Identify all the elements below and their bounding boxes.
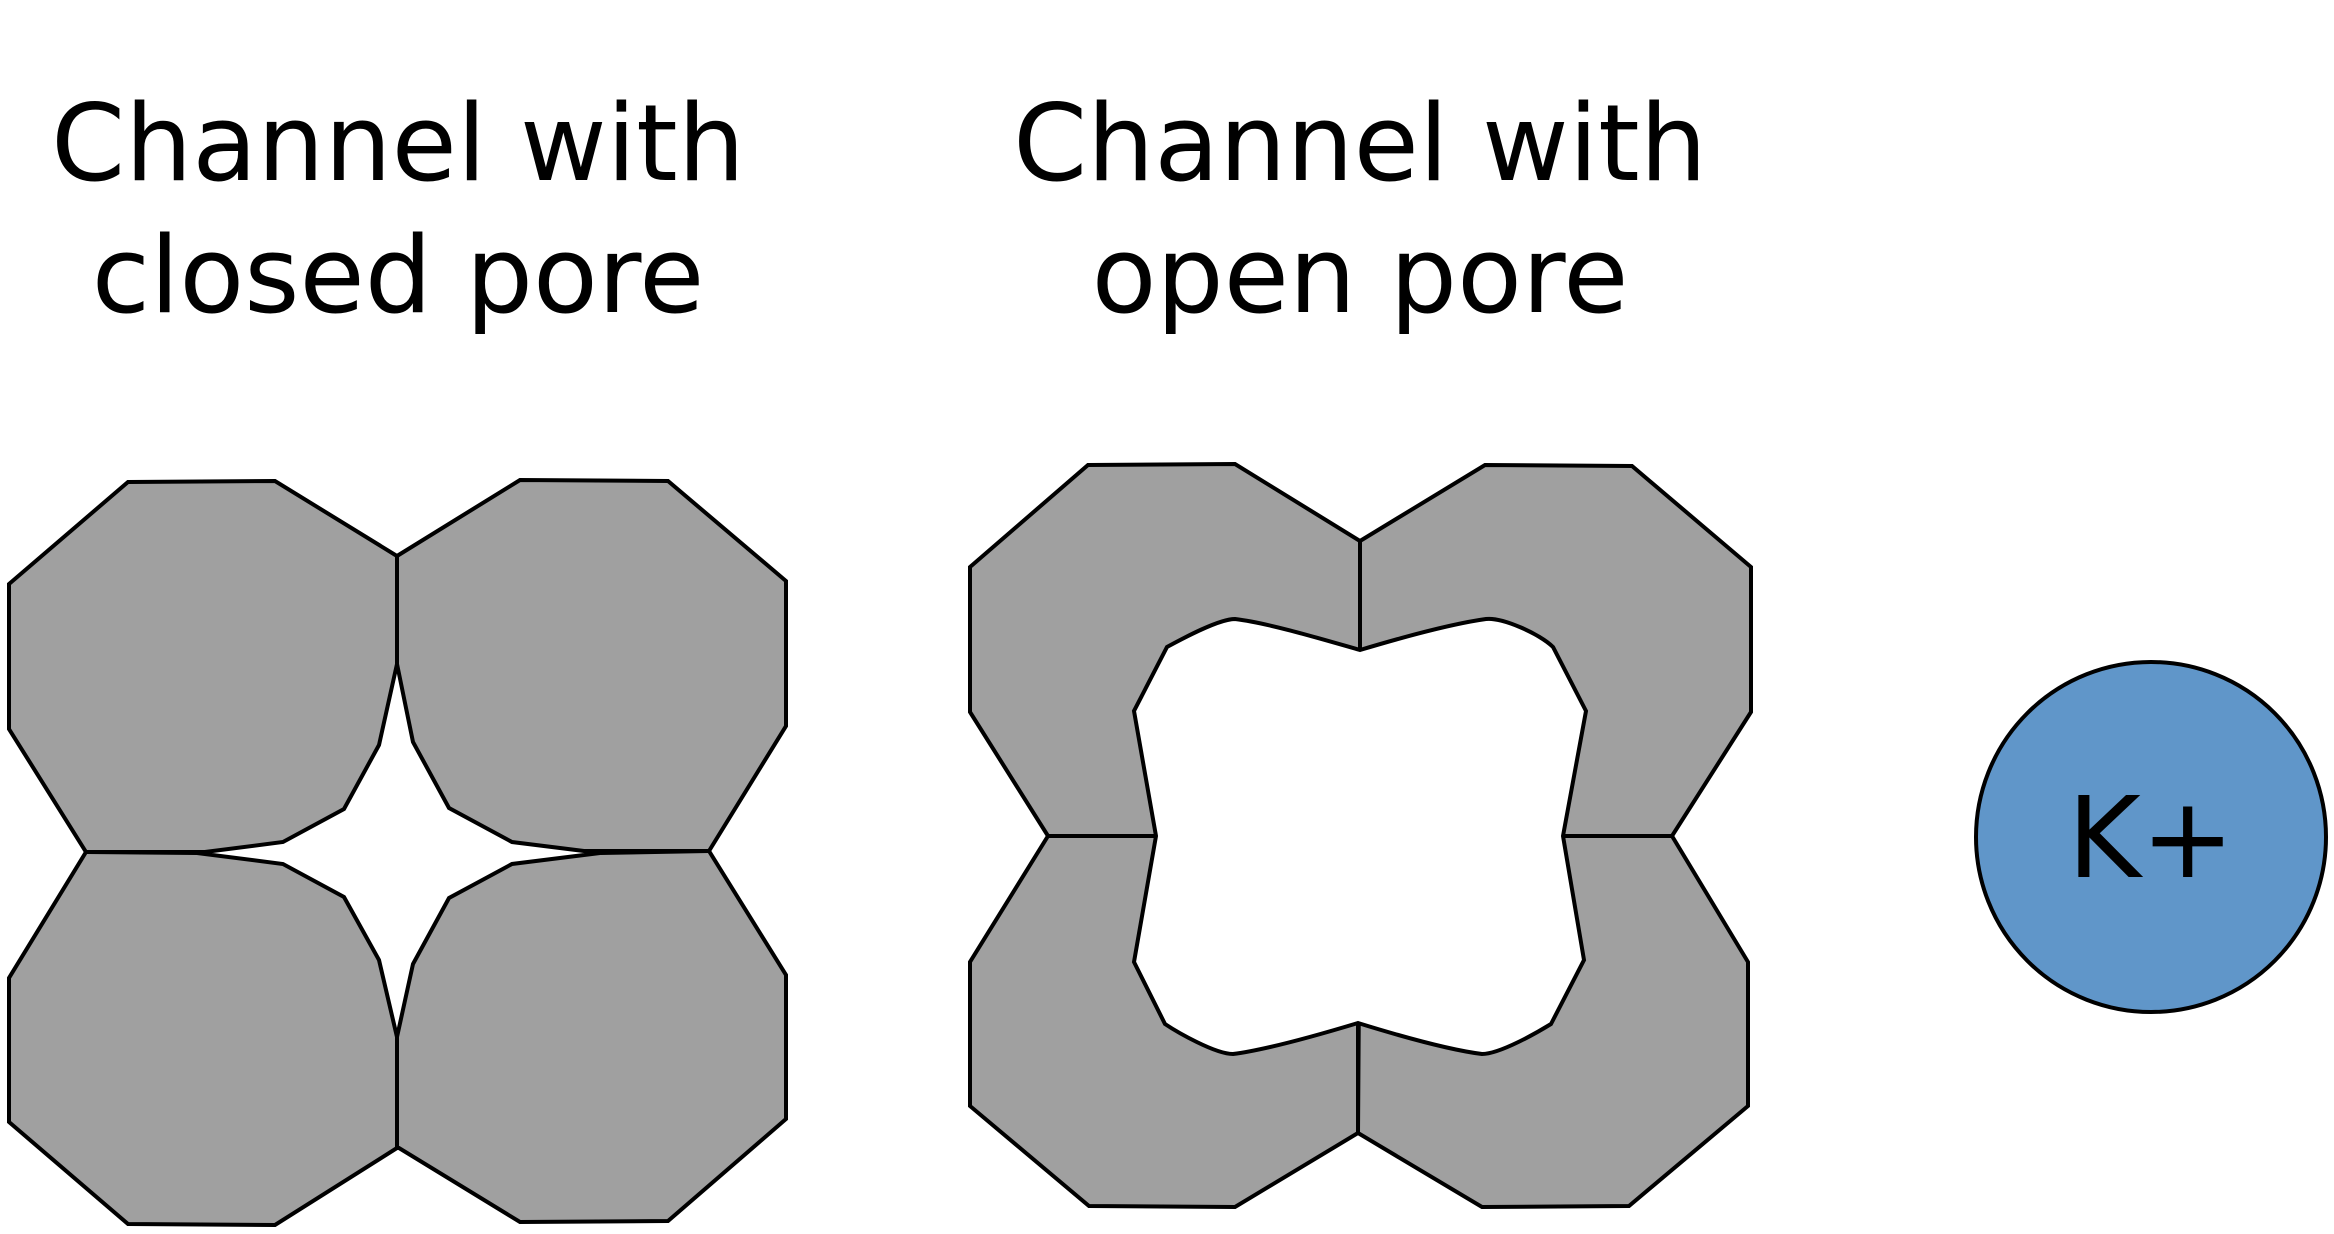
open-channel-title: Channel with open pore bbox=[962, 78, 1758, 342]
closed-channel-title-line-2: closed pore bbox=[91, 214, 705, 337]
open-channel-pore bbox=[1131, 616, 1589, 1057]
closed-channel-divider-left bbox=[85, 850, 198, 855]
closed-channel-subunit-bottom-right bbox=[395, 849, 788, 1225]
closed-channel-subunit-top-right bbox=[395, 477, 788, 853]
potassium-ion: K+ bbox=[1974, 660, 2328, 1014]
potassium-ion-circle bbox=[1974, 660, 2328, 1014]
closed-channel-title-line-1: Channel with bbox=[51, 82, 745, 205]
potassium-ion-label: K+ bbox=[2067, 774, 2234, 904]
open-channel-title-line-1: Channel with bbox=[1013, 82, 1707, 205]
closed-channel bbox=[7, 477, 788, 1228]
closed-channel-subunit-top-left bbox=[7, 478, 399, 854]
closed-channel-title: Channel with closed pore bbox=[0, 78, 796, 342]
open-channel-title-line-2: open pore bbox=[1091, 214, 1629, 337]
closed-channel-subunit-bottom-left bbox=[7, 850, 399, 1228]
open-channel bbox=[968, 461, 1753, 1210]
closed-channel-divider-right bbox=[599, 849, 710, 855]
